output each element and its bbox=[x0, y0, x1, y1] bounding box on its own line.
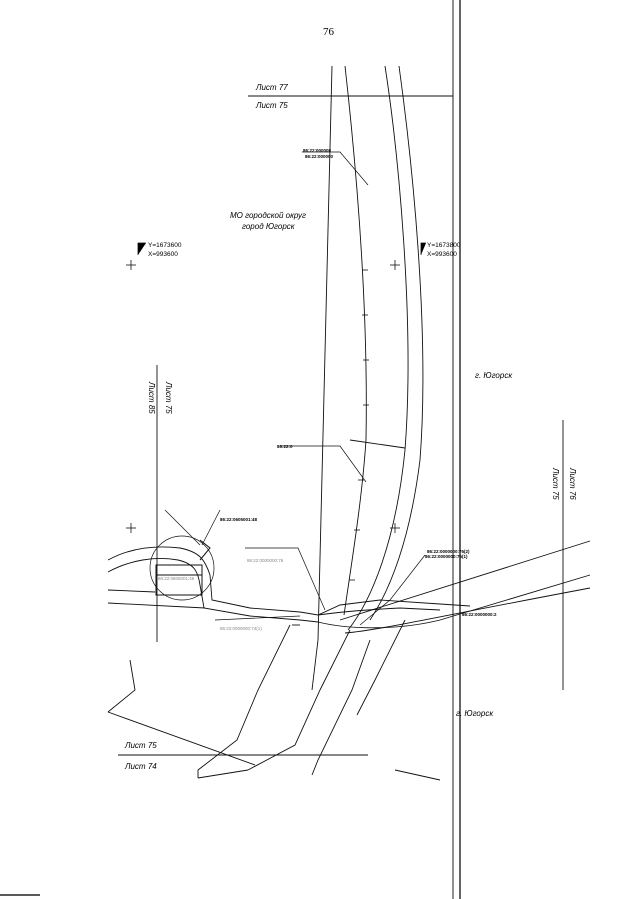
parcel-label-4: 86:22:0605001:48 bbox=[220, 517, 258, 522]
municipality-line2: город Югорск bbox=[242, 222, 296, 231]
municipality-line1: МО городской округ bbox=[230, 211, 306, 220]
coordinate-right: Y=1673800 X=993600 bbox=[427, 242, 461, 258]
sheet-label-75-bottom: Лист 75 bbox=[124, 741, 157, 750]
road-corridor-east-west bbox=[107, 540, 591, 634]
sheet-label-85-left: Лист 85 bbox=[147, 381, 156, 414]
boundary-ticks bbox=[349, 269, 369, 581]
grid-crosshairs bbox=[126, 242, 426, 533]
sheet-label-76-right: Лист 76 bbox=[568, 467, 577, 500]
parcel-label-6: 86:22:0000000:76(1) bbox=[425, 554, 468, 559]
municipality-label: МО городской округ город Югорск bbox=[230, 211, 306, 231]
coord-right-x: X=993600 bbox=[427, 251, 457, 258]
page-number: 76 bbox=[323, 26, 335, 38]
city-label-south-east: г. Югорск bbox=[456, 709, 494, 718]
road-corridor-north bbox=[317, 65, 424, 641]
coord-left-x: X=993600 bbox=[148, 251, 178, 258]
sheet-boundary-bottom: Лист 75 Лист 74 bbox=[118, 741, 368, 771]
city-label-east: г. Югорск bbox=[475, 371, 513, 380]
sheet-label-77-top: Лист 77 bbox=[255, 83, 288, 92]
road-corridor-south bbox=[107, 619, 441, 781]
parcel-label-3: 86:22:0 bbox=[277, 444, 293, 449]
sheet-boundary-left: Лист 75 Лист 85 bbox=[147, 365, 173, 642]
parcel-labels: 86:22:000000 86:22:000000 86:22:0 86:22:… bbox=[158, 148, 497, 631]
parcel-small-building bbox=[149, 535, 215, 601]
parcel-label-9: 86:22:0000000:74(1) bbox=[220, 626, 262, 631]
sheet-label-75-right: Лист 75 bbox=[551, 467, 560, 500]
parcel-label-2: 86:22:000000 bbox=[305, 154, 334, 159]
parcel-label-8: 86:22:0000000:2 bbox=[462, 612, 497, 617]
coordinate-left: Y=1673600 X=993600 bbox=[148, 242, 182, 258]
sheet-boundary-right: Лист 76 Лист 75 bbox=[551, 420, 577, 690]
page-margin-lines bbox=[0, 0, 461, 899]
parcel-label-7: 86:22:0000000:76 bbox=[247, 558, 284, 563]
sheet-label-75-top: Лист 75 bbox=[255, 101, 288, 110]
sheet-label-74-bottom: Лист 74 bbox=[124, 762, 157, 771]
parcel-label-1: 86:22:000000 bbox=[303, 148, 332, 153]
sheet-label-75-left: Лист 75 bbox=[164, 381, 173, 414]
sheet-boundary-top: Лист 77 Лист 75 bbox=[248, 83, 453, 110]
leader-lines bbox=[164, 151, 426, 626]
parcel-label-10: 86:22:0605001:46 bbox=[158, 576, 195, 581]
coord-right-y: Y=1673800 bbox=[427, 242, 461, 249]
parcel-label-5: 86:22:0000000:76(2) bbox=[427, 549, 470, 554]
coord-left-y: Y=1673600 bbox=[148, 242, 182, 249]
